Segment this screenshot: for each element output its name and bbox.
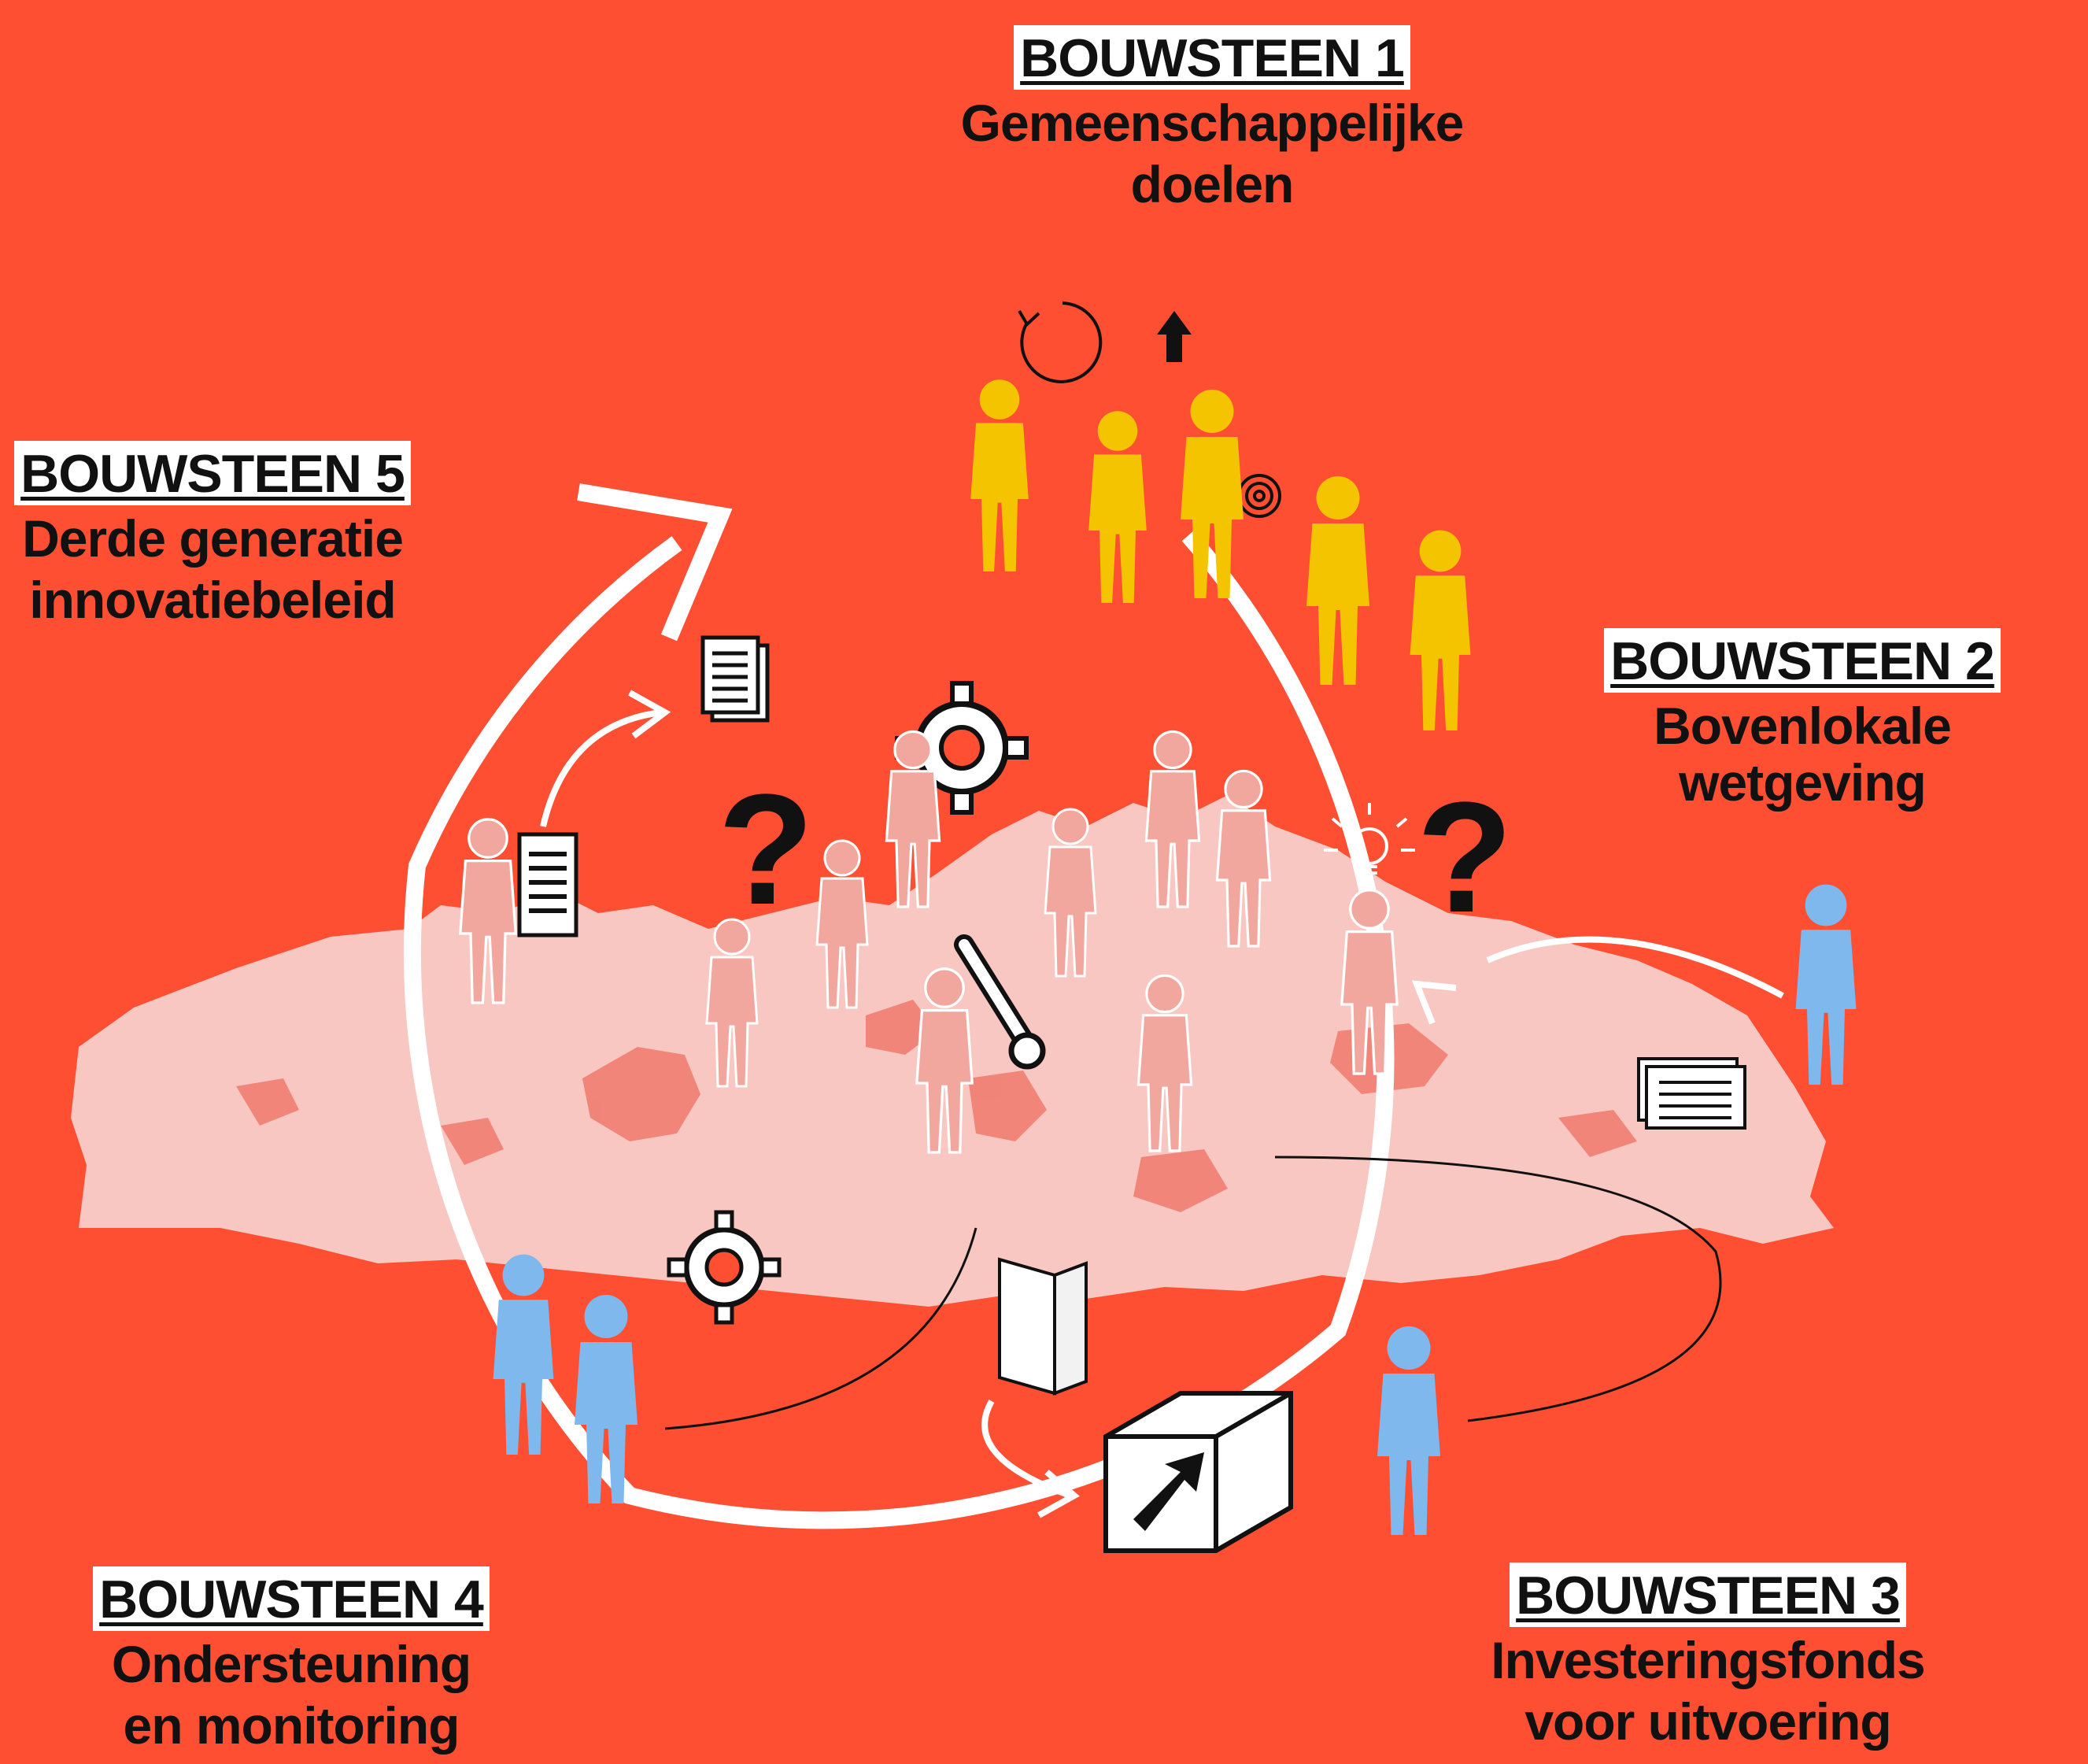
building-block-5: BOUWSTEEN 5 Derde generatie innovatiebel… <box>8 441 417 628</box>
building-block-1-tag: BOUWSTEEN 1 <box>1014 25 1410 90</box>
question-mark: ? <box>718 762 815 937</box>
building-block-3-tag: BOUWSTEEN 3 <box>1510 1562 1906 1627</box>
refresh-icon <box>1018 301 1103 383</box>
box-arrow-icon <box>1103 1391 1293 1553</box>
person-icon <box>1377 1326 1440 1535</box>
building-block-5-line-1: Derde generatie <box>22 509 404 568</box>
building-block-1-line-2: doelen <box>1130 155 1295 213</box>
dense-area <box>1133 1149 1228 1212</box>
dense-area <box>968 1071 1047 1141</box>
arrow-up-icon <box>1157 311 1192 362</box>
building-block-3-line-2: voor uitvoering <box>1524 1692 1891 1751</box>
building-block-3-line-1: Investeringsfonds <box>1491 1631 1925 1689</box>
dense-area <box>1558 1110 1637 1157</box>
curved-arrow-head <box>1037 1469 1080 1518</box>
person-icon <box>493 1254 554 1455</box>
lightbulb-icon <box>1324 803 1415 875</box>
curved-arrow <box>540 709 662 827</box>
dense-area <box>236 1078 299 1126</box>
building-block-4: BOUWSTEEN 4 Ondersteuning en monitoring <box>47 1566 535 1754</box>
curved-arrow-head <box>628 690 671 739</box>
folder-icon <box>998 1257 1088 1396</box>
letter-icon <box>1637 1057 1746 1130</box>
building-block-3: BOUWSTEEN 3 Investeringsfonds voor uitvo… <box>1432 1562 1983 1750</box>
building-block-2: BOUWSTEEN 2 Bovenlokale wetgeving <box>1527 628 2078 811</box>
document-stack-icon <box>700 635 770 723</box>
building-block-2-tag: BOUWSTEEN 2 <box>1604 628 2001 693</box>
target-icon <box>1237 474 1281 518</box>
person-icon <box>970 379 1029 571</box>
clipboard-icon <box>517 832 578 937</box>
goal-people <box>970 379 1471 730</box>
person-icon <box>1795 884 1857 1085</box>
thin-arrow <box>1274 1156 1722 1422</box>
building-block-5-line-2: innovatiebeleid <box>29 571 396 629</box>
curved-arrow <box>981 1400 1072 1499</box>
building-block-4-line-1: Ondersteuning <box>111 1635 471 1693</box>
building-block-2-line-1: Bovenlokale wetgeving <box>1654 697 1952 812</box>
curved-arrow-head <box>1411 980 1457 1025</box>
building-block-4-line-2: en monitoring <box>123 1696 460 1755</box>
dense-area <box>582 1047 700 1141</box>
person-icon <box>1088 411 1147 603</box>
gear-icon <box>667 1210 782 1325</box>
dense-area <box>441 1118 504 1165</box>
building-block-1: BOUWSTEEN 1 Gemeenschappelijke doelen <box>913 25 1511 213</box>
building-block-5-tag: BOUWSTEEN 5 <box>14 441 411 505</box>
building-block-4-tag: BOUWSTEEN 4 <box>93 1566 490 1631</box>
wrench-icon <box>954 934 1046 1070</box>
thin-arrow <box>664 1227 977 1430</box>
cycle-arrowhead <box>577 483 733 642</box>
question-mark: ? <box>1417 770 1513 945</box>
building-block-1-line-1: Gemeenschappelijke <box>960 94 1465 152</box>
person-icon <box>1306 476 1369 685</box>
person-icon <box>1410 530 1471 730</box>
curved-arrow <box>1486 936 1784 999</box>
